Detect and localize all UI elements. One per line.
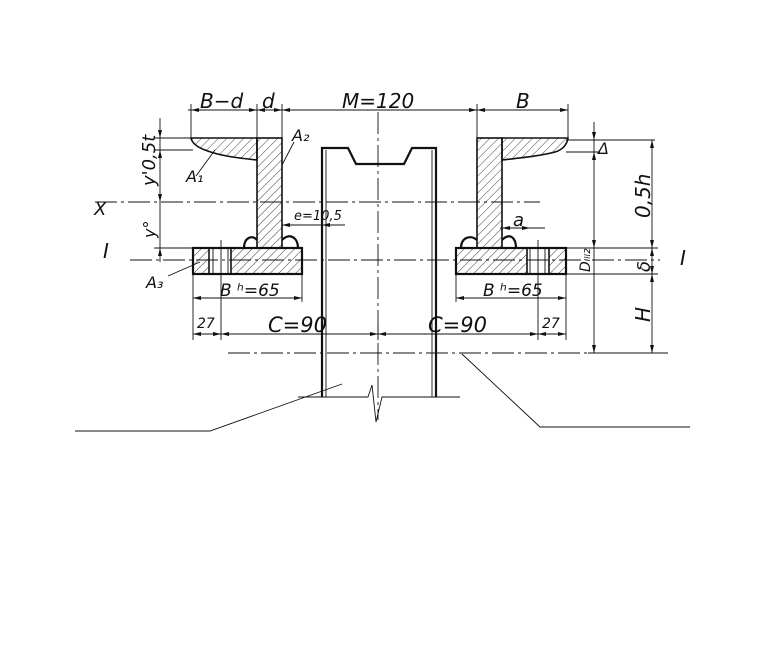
label-bn-right: B ʰ=65 xyxy=(483,281,543,301)
label-i-right: I xyxy=(680,246,686,270)
label-delta-small: Δ xyxy=(596,139,609,158)
label-y-half-t: y'0,5t xyxy=(139,134,160,187)
label-i-left: I xyxy=(103,239,109,263)
label-a2: A₂ xyxy=(291,126,310,145)
label-h: H xyxy=(631,307,655,322)
labels: B−d d M=120 B y'0,5t y° A₁ A₂ A₃ X e=10,… xyxy=(93,89,686,337)
label-delta: δ xyxy=(634,261,655,272)
label-d-ill: Dᵢₗₗ₂ xyxy=(578,248,594,272)
label-e: e=10,5 xyxy=(294,209,342,224)
label-27-left: 27 xyxy=(197,316,215,332)
label-a1: A₁ xyxy=(185,167,203,186)
left-rail xyxy=(190,137,304,300)
label-y0: y° xyxy=(140,221,159,239)
right-rail-flange xyxy=(501,137,569,161)
right-rail xyxy=(454,137,569,300)
label-half-h: 0,5h xyxy=(631,174,655,218)
label-27-right: 27 xyxy=(542,316,560,332)
label-b: B xyxy=(516,89,530,113)
label-m: M=120 xyxy=(342,89,414,113)
break-line xyxy=(298,384,460,423)
left-rail-flange-a1 xyxy=(190,137,258,161)
label-c-left: C=90 xyxy=(268,313,327,337)
right-rail-web xyxy=(476,137,503,249)
label-d: d xyxy=(262,89,275,113)
label-a: a xyxy=(513,210,524,231)
label-a3: A₃ xyxy=(145,273,163,292)
label-b-minus-d: B−d xyxy=(200,89,243,113)
label-x: X xyxy=(93,199,107,220)
central-plate xyxy=(298,146,460,423)
label-c-right: C=90 xyxy=(428,313,487,337)
label-bn-left: B ʰ=65 xyxy=(220,281,280,301)
dimension-lines xyxy=(75,104,690,432)
left-rail-web-a2 xyxy=(256,137,283,249)
